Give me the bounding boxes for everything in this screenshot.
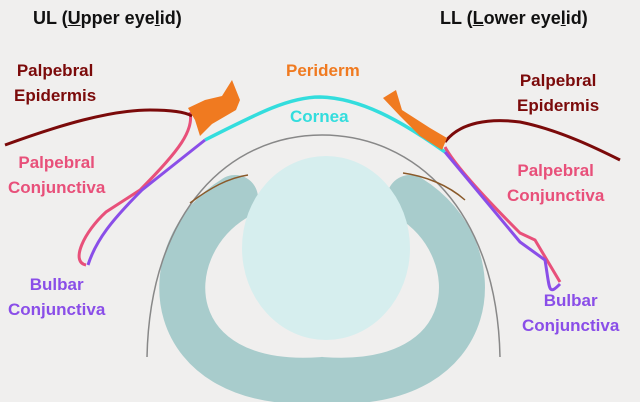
lower-eyelid-header: LL (Lower eyelid) [440, 8, 588, 29]
header-text: ower eye [483, 8, 561, 28]
left-bulbar-conjunctiva [86, 138, 206, 266]
header-text: pper eye [80, 8, 155, 28]
header-text: id) [565, 8, 588, 28]
lens [242, 156, 410, 340]
label-line: Epidermis [14, 86, 97, 105]
sclera-outline [146, 134, 501, 358]
label-line: Conjunctiva [8, 300, 106, 319]
right-lid-fold [402, 172, 466, 201]
label-line: Conjunctiva [8, 178, 106, 197]
header-underlined: L [472, 8, 484, 28]
iris-ring [159, 175, 485, 402]
right-periderm [383, 90, 447, 150]
header-text: id) [159, 8, 182, 28]
label-line: Palpebral [16, 61, 94, 80]
label-line: Bulbar [29, 275, 84, 294]
periderm-label: Periderm [286, 61, 360, 80]
header-underlined: l [560, 8, 566, 28]
left-periderm [188, 80, 240, 136]
header-text: UL ( [33, 8, 68, 28]
header-underlined: l [154, 8, 160, 28]
header-text: LL ( [440, 8, 473, 28]
label-line: Palpebral [519, 71, 597, 90]
label-line: Palpebral [18, 153, 95, 172]
cornea-label: Cornea [290, 107, 349, 126]
header-underlined: U [67, 8, 81, 28]
label-line: Epidermis [517, 96, 600, 115]
right-palpebral-epidermis [443, 119, 621, 162]
label-line: Conjunctiva [522, 316, 620, 335]
label-line: Conjunctiva [507, 186, 605, 205]
left-lid-fold [189, 174, 249, 204]
cornea-line [204, 95, 447, 154]
right-bulbar-conjunctiva [443, 151, 562, 292]
label-line: Bulbar [543, 291, 598, 310]
upper-eyelid-header: UL (Upper eyelid) [33, 8, 182, 29]
left-palpebral-epidermis [4, 108, 193, 147]
label-line: Palpebral [517, 161, 594, 180]
